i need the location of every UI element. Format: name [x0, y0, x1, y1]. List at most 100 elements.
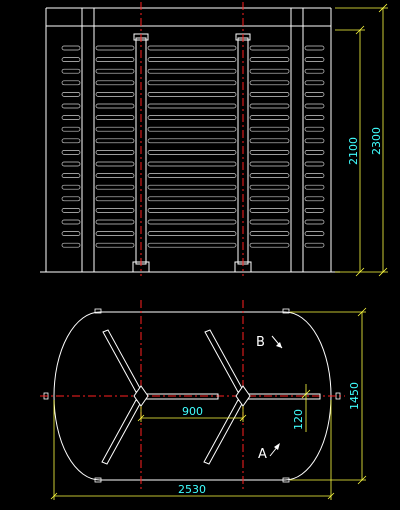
- arm-bar: [304, 92, 325, 97]
- arm-bar: [95, 184, 135, 190]
- rotor-arms-right: [203, 329, 321, 465]
- arm-bar: [147, 173, 237, 178]
- arm-bar: [147, 231, 237, 236]
- dimension-inner-height: 2100: [335, 25, 365, 277]
- enclosure-outline: [53, 311, 332, 481]
- arm-bar: [61, 80, 81, 86]
- arm-bar: [304, 173, 325, 178]
- dim-text-1450: 1450: [348, 382, 361, 410]
- arm-bar: [304, 68, 325, 74]
- arm-bar: [61, 138, 81, 144]
- arm-bar: [61, 196, 81, 202]
- arm-bar: [304, 138, 325, 144]
- post-mark-bottom-right: [282, 477, 290, 483]
- plan-view: B A 900 120: [40, 300, 367, 500]
- arm-bar: [249, 57, 290, 62]
- arm-bar: [304, 80, 325, 86]
- arm-bar: [147, 45, 237, 51]
- arm-bar: [61, 184, 81, 190]
- arm-bar: [249, 208, 290, 213]
- arm-bar: [61, 208, 81, 213]
- arm-bar: [147, 92, 237, 97]
- arm-bar: [61, 103, 81, 109]
- arm-bar: [249, 161, 290, 167]
- dim-text-2100: 2100: [347, 137, 360, 165]
- arm-bar: [147, 115, 237, 120]
- arm-bar: [147, 80, 237, 86]
- dimension-depth: 1450: [290, 307, 367, 485]
- arm-bar: [95, 126, 135, 132]
- arm-bar: [147, 196, 237, 202]
- arm-bar: [61, 231, 81, 236]
- dimension-width: 2530: [50, 400, 335, 500]
- arm-bar: [95, 196, 135, 202]
- arm-bar: [95, 173, 135, 178]
- arm-bar: [95, 45, 135, 51]
- label-a: A: [258, 447, 267, 462]
- arm-bar: [249, 45, 290, 51]
- front-elevation-view: 2100 2300: [40, 2, 388, 277]
- arm-bar: [61, 68, 81, 74]
- arm-bar: [304, 103, 325, 109]
- hub-right: [235, 385, 251, 407]
- arm-bar: [249, 126, 290, 132]
- arm-bar: [249, 92, 290, 97]
- arm-bar: [249, 196, 290, 202]
- direction-b-arrow: B: [256, 335, 283, 350]
- arm-bar: [147, 150, 237, 155]
- dim-text-2530: 2530: [178, 483, 206, 496]
- arm-bar: [95, 219, 135, 225]
- arm-bar: [249, 231, 290, 236]
- arm-bar: [147, 138, 237, 144]
- dim-text-900: 900: [182, 405, 203, 418]
- arm-bar: [61, 173, 81, 178]
- dimension-spacing: 900: [137, 405, 247, 422]
- arm-bar: [95, 115, 135, 120]
- arm-bar: [249, 184, 290, 190]
- arm-bar: [147, 219, 237, 225]
- arm-bar: [61, 57, 81, 62]
- arm-bar: [304, 208, 325, 213]
- post-right-outer: [290, 7, 304, 273]
- turnstile-arm-bars: [61, 45, 325, 248]
- arm-bar: [249, 219, 290, 225]
- post-mark-top-left: [94, 308, 102, 314]
- arm-bar: [95, 68, 135, 74]
- direction-a-arrow: A: [258, 443, 280, 462]
- arm-bar: [304, 242, 325, 248]
- arm-bar: [147, 242, 237, 248]
- arm-bar: [304, 161, 325, 167]
- arm-bar: [304, 196, 325, 202]
- arm-bar: [304, 150, 325, 155]
- arm-bar: [304, 45, 325, 51]
- arm-bar: [249, 115, 290, 120]
- arm-bar: [61, 92, 81, 97]
- arm-bar: [61, 150, 81, 155]
- arm-bar: [95, 161, 135, 167]
- arm-bar: [95, 103, 135, 109]
- arm-bar: [147, 57, 237, 62]
- arm-bar: [249, 173, 290, 178]
- arm-bar: [95, 150, 135, 155]
- arm-bar: [147, 161, 237, 167]
- dim-text-120: 120: [292, 409, 305, 430]
- arm-bar: [249, 103, 290, 109]
- post-mark-bottom-left: [94, 477, 102, 483]
- arm-bar: [147, 208, 237, 213]
- arm-bar: [147, 126, 237, 132]
- arm-bar: [95, 231, 135, 236]
- hub-left: [133, 385, 149, 407]
- arm-bar: [95, 138, 135, 144]
- dimension-outer-height: 2300: [335, 3, 388, 277]
- arm-bar: [61, 242, 81, 248]
- rotor-arms-left: [101, 329, 219, 465]
- arm-bar: [95, 57, 135, 62]
- arm-bar: [61, 161, 81, 167]
- dimension-offset: 120: [292, 384, 311, 432]
- arm-bar: [147, 103, 237, 109]
- dim-text-2300: 2300: [370, 127, 383, 155]
- post-mark-top-right: [282, 308, 290, 314]
- arm-bar: [304, 184, 325, 190]
- arm-bar: [95, 208, 135, 213]
